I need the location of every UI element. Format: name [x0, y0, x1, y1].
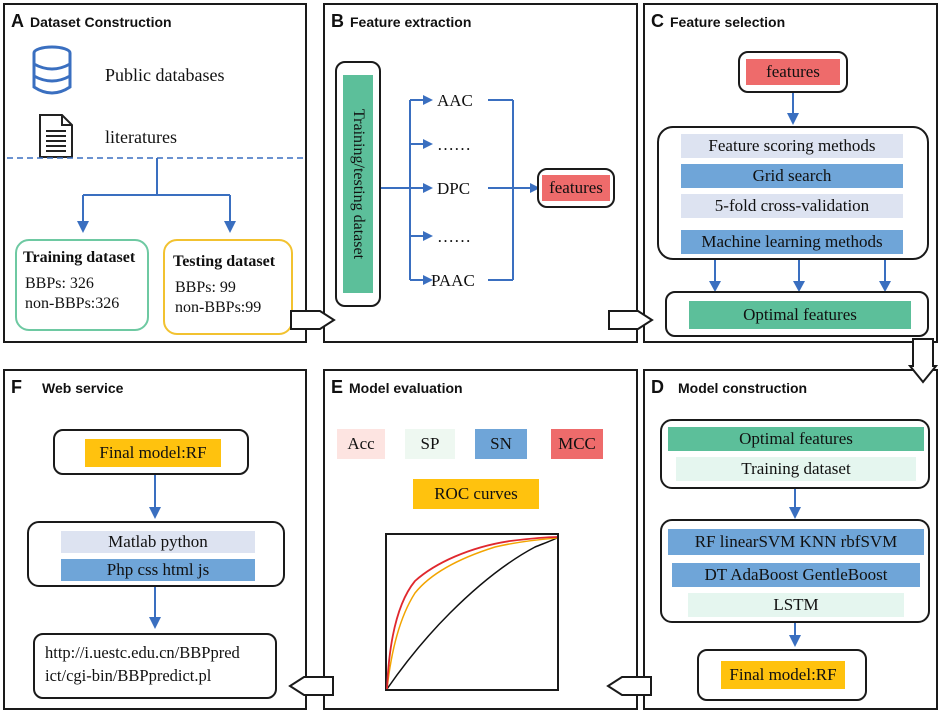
panel-e-title: E Model evaluation: [331, 377, 463, 398]
metric-sp: SP: [405, 429, 455, 459]
training-dataset-box: Training dataset BBPs: 326 non-BBPs:326: [15, 239, 149, 331]
c-optimal-features: Optimal features: [689, 301, 911, 329]
metric-acc: Acc: [337, 429, 385, 459]
roc-plot: [385, 533, 559, 691]
panel-b-letter: B: [331, 11, 344, 31]
f-final-model-label: Final model:RF: [85, 439, 221, 467]
panel-f-connectors: [149, 475, 161, 629]
panel-e-title-text: Model evaluation: [349, 380, 463, 396]
c-ml-methods: Machine learning methods: [681, 230, 903, 254]
arrow-d-to-e: [606, 676, 652, 696]
panel-c-title-text: Feature selection: [670, 14, 786, 30]
testing-dataset-box: Testing dataset BBPs: 99 non-BBPs:99: [163, 239, 293, 335]
roc-curve-orange: [386, 537, 558, 690]
d-models-row2: DT AdaBoost GentleBoost: [672, 563, 920, 587]
arrow-c-to-d: [907, 338, 939, 384]
panel-f-title-text: Web service: [42, 380, 124, 396]
panel-b-title: B Feature extraction: [331, 11, 471, 32]
panel-d-letter: D: [651, 377, 664, 397]
roc-curves-label: ROC curves: [413, 479, 539, 509]
c-optimal-box: Optimal features: [665, 291, 929, 337]
panel-a-letter: A: [11, 11, 24, 31]
feature-ellipsis-2: ……: [437, 227, 471, 246]
feature-ellipsis-1: ……: [437, 135, 471, 154]
panel-f-title: F Web service: [11, 377, 123, 398]
feature-dpc: DPC: [437, 179, 471, 198]
testing-dataset-title: Testing dataset: [173, 253, 276, 270]
panel-c-letter: C: [651, 11, 664, 31]
training-testing-input-box: Training/testing dataset: [335, 61, 381, 307]
panel-f: F Web service Final model:RF Matlab pytho…: [3, 369, 307, 710]
c-methods-box: Feature scoring methods Grid search 5-fo…: [657, 126, 929, 260]
c-feature-scoring: Feature scoring methods: [681, 134, 903, 158]
d-final-model-box: Final model:RF: [697, 649, 867, 701]
panel-d-title-text: Model construction: [678, 380, 808, 396]
metric-mcc: MCC: [551, 429, 603, 459]
f-final-model-box: Final model:RF: [53, 429, 249, 475]
source-literatures: literatures: [105, 127, 177, 147]
testing-bbps: BBPs: 99: [175, 279, 236, 296]
arrow-b-to-c: [608, 310, 654, 330]
database-icon: [32, 45, 72, 95]
f-url-box: http://i.uestc.edu.cn/BBPpred ict/cgi-bi…: [33, 633, 277, 699]
panel-a-connectors: [7, 157, 305, 233]
d-inputs-box: Optimal features Training dataset: [660, 419, 930, 489]
training-dataset-title: Training dataset: [23, 249, 136, 266]
panel-a-title: A Dataset Construction: [11, 11, 172, 32]
features-output-box: features: [537, 168, 615, 208]
d-models-lstm: LSTM: [688, 593, 904, 617]
roc-curve-black: [386, 537, 558, 690]
panel-c: C Feature selection features Feature scor…: [643, 3, 938, 343]
panel-c-title: C Feature selection: [651, 11, 785, 32]
panel-d: D Model construction Optimal features Tra…: [643, 369, 938, 710]
c-features-label: features: [746, 59, 840, 85]
source-public-databases: Public databases: [105, 65, 225, 85]
panel-c-connectors: [709, 93, 891, 292]
d-models-box: RF linearSVM KNN rbfSVM DT AdaBoost Gent…: [660, 519, 930, 623]
arrow-e-to-f: [288, 676, 334, 696]
training-non-bbps: non-BBPs:326: [25, 295, 120, 312]
c-grid-search: Grid search: [681, 164, 903, 188]
feature-paac: PAAC: [431, 271, 475, 290]
metric-sn: SN: [475, 429, 527, 459]
c-cross-validation: 5-fold cross-validation: [681, 194, 903, 218]
f-tool-web: Php css html js: [61, 559, 255, 581]
arrow-a-to-b: [290, 310, 336, 330]
testing-non-bbps: non-BBPs:99: [175, 299, 262, 316]
d-models-row1: RF linearSVM KNN rbfSVM: [668, 529, 924, 555]
panel-d-connectors: [789, 489, 801, 647]
d-final-model-label: Final model:RF: [721, 661, 845, 689]
f-url-line1: http://i.uestc.edu.cn/BBPpred: [45, 643, 240, 662]
features-output-label: features: [542, 175, 610, 201]
panel-b-title-text: Feature extraction: [350, 14, 472, 30]
panel-e-letter: E: [331, 377, 344, 397]
d-training-dataset: Training dataset: [676, 457, 916, 481]
d-optimal-features: Optimal features: [668, 427, 924, 451]
training-bbps: BBPs: 326: [25, 275, 94, 292]
panel-a: A Dataset Construction Public databases l…: [3, 3, 307, 343]
panel-f-letter: F: [11, 377, 22, 397]
panel-b: B Feature extraction Training/testing dat…: [323, 3, 638, 343]
panel-e: E Model evaluation Acc SP SN MCC ROC curv…: [323, 369, 638, 710]
f-url-line2: ict/cgi-bin/BBPpredict.pl: [45, 666, 212, 685]
panel-d-title: D Model construction: [651, 377, 807, 398]
f-tool-matlab-python: Matlab python: [61, 531, 255, 553]
f-tools-box: Matlab python Php css html js: [27, 521, 285, 587]
feature-aac: AAC: [437, 91, 473, 110]
training-testing-green-bar: [343, 75, 373, 293]
document-icon: [39, 114, 73, 158]
roc-curve-red: [386, 536, 558, 690]
panel-a-title-text: Dataset Construction: [30, 14, 172, 30]
panel-b-connectors: [381, 95, 540, 285]
c-features-box: features: [738, 51, 848, 93]
